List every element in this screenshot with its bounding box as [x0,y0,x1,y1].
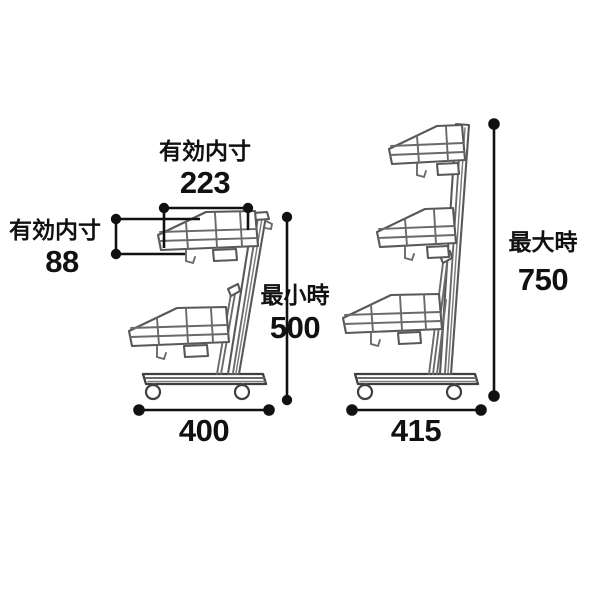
base-width-left-value: 400 [179,413,229,448]
left-lower-shelf [127,305,231,361]
min-height-value: 500 [270,310,320,345]
right-rack-illustration [341,122,480,401]
right-top-shelf [387,123,467,179]
left-casters [144,383,251,401]
dimension-inner-height-88: 有効内寸 88 [9,213,200,279]
right-casters [356,383,463,401]
dimension-base-width-415: 415 [346,404,487,448]
left-base-platform [141,372,268,386]
max-height-label: 最大時 [509,229,578,255]
dimension-min-height-500: 最小時 500 [261,211,330,406]
dimension-inner-width-223: 有効内寸 223 [158,138,254,248]
right-base-platform [353,372,480,386]
dimension-max-height-750: 最大時 750 [488,118,578,402]
dimension-base-width-400: 400 [133,404,275,448]
left-rack-illustration [127,209,274,401]
min-height-label: 最小時 [261,282,330,308]
max-height-value: 750 [518,262,568,297]
left-upper-shelf [156,209,260,265]
right-middle-shelf [375,206,458,262]
inner-height-label: 有効内寸 [9,217,101,243]
inner-width-value: 223 [180,165,230,200]
inner-height-value: 88 [45,244,79,279]
base-width-right-value: 415 [391,413,441,448]
inner-width-label: 有効内寸 [159,138,251,164]
right-bottom-shelf [341,292,444,348]
